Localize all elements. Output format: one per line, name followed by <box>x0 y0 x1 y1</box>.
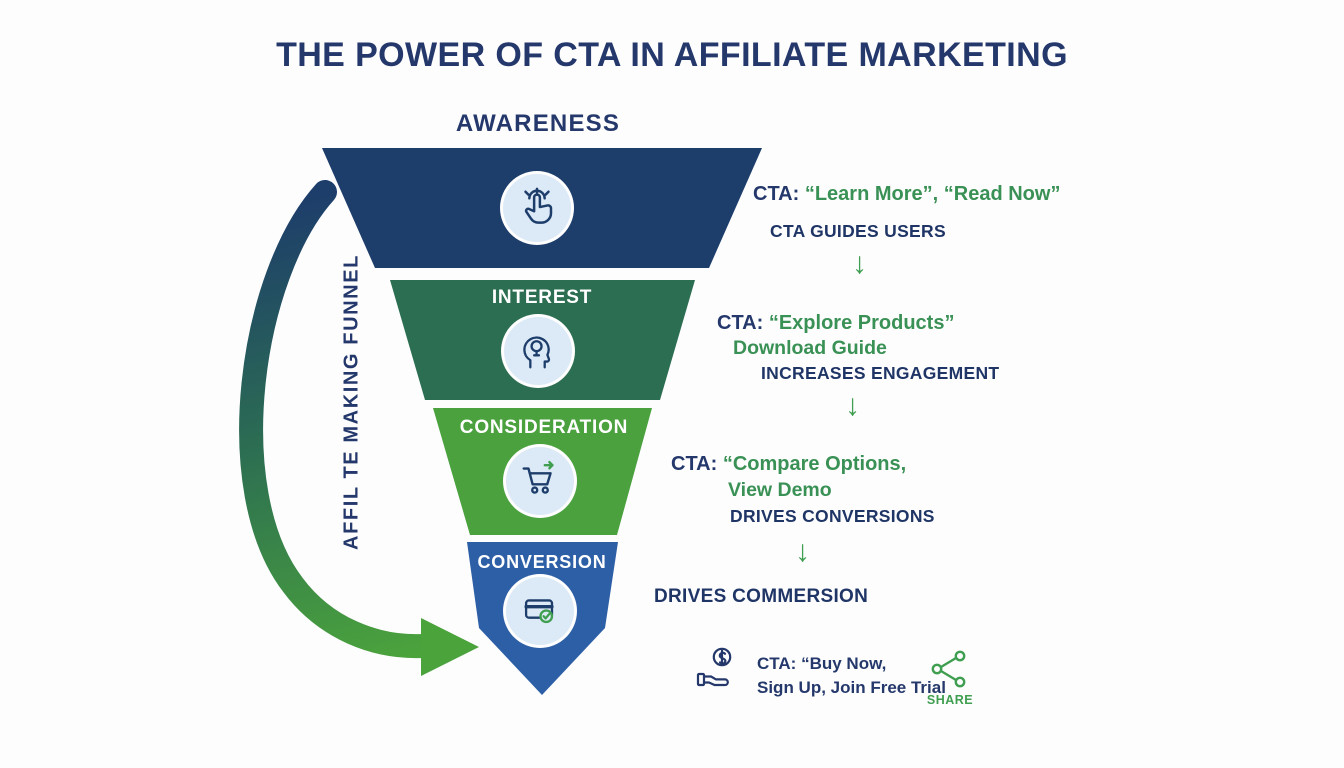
hand-coin-icon <box>696 647 732 687</box>
cta-prefix: CTA: <box>717 312 764 334</box>
cta-text-conversion-line1: CTA: “Buy Now, <box>757 652 886 675</box>
page-title: THE POWER OF CTA IN AFFILIATE MARKETING <box>276 36 1068 74</box>
cta-highlight-download-guide: Download Guide <box>733 337 887 359</box>
cta-highlight: “Buy Now, <box>801 654 887 673</box>
cta-highlight: “Compare Options, <box>722 453 907 475</box>
interest-icon-circle <box>501 314 575 388</box>
cta-text-conversion-line2: Sign Up, Join Free Trial <box>757 678 946 697</box>
awareness-icon-circle <box>500 171 574 245</box>
down-arrow-icon: ↓ <box>852 247 867 280</box>
head-idea-icon <box>523 336 551 369</box>
consideration-icon-circle <box>503 444 577 518</box>
shopping-cart-icon <box>522 460 554 494</box>
cta-highlight: “Explore Products” <box>768 312 955 334</box>
note-drives-conversions: DRIVES CONVERSIONS <box>730 506 935 526</box>
funnel-stage-consideration-label: CONSIDERATION <box>459 417 629 438</box>
down-arrow-icon: ↓ <box>845 389 860 422</box>
cta-text-consideration: CTA: “Compare Options, <box>671 453 906 476</box>
card-check-icon <box>524 599 554 624</box>
tap-click-icon <box>524 187 553 224</box>
funnel-stage-awareness-label: AWARENESS <box>455 110 621 137</box>
share-label: SHARE <box>926 693 974 707</box>
note-drives-commersion: DRIVES COMMERSION <box>654 586 869 607</box>
funnel-stage-interest-label: INTEREST <box>491 287 593 308</box>
down-arrow-icon: ↓ <box>795 535 810 568</box>
note-cta-guides-users: CTA GUIDES USERS <box>770 221 946 241</box>
cta-prefix: CTA: <box>753 183 800 205</box>
conversion-icon-circle <box>503 574 577 648</box>
cta-text-awareness: CTA: “Learn More”, “Read Now” <box>753 183 1060 206</box>
funnel-stage-conversion-label: CONVERSION <box>477 552 607 572</box>
cta-text-interest: CTA: “Explore Products” <box>717 312 954 335</box>
note-increases-engagement: INCREASES ENGAGEMENT <box>761 363 1000 383</box>
cta-prefix: CTA: <box>671 453 718 475</box>
share-network-icon <box>931 650 966 688</box>
funnel-flow-arrow <box>239 180 479 676</box>
cta-prefix: CTA: <box>757 654 797 673</box>
flow-arrowhead <box>421 618 479 676</box>
cta-highlight: “Learn More”, “Read Now” <box>804 183 1061 205</box>
cta-highlight-view-demo: View Demo <box>728 479 832 501</box>
